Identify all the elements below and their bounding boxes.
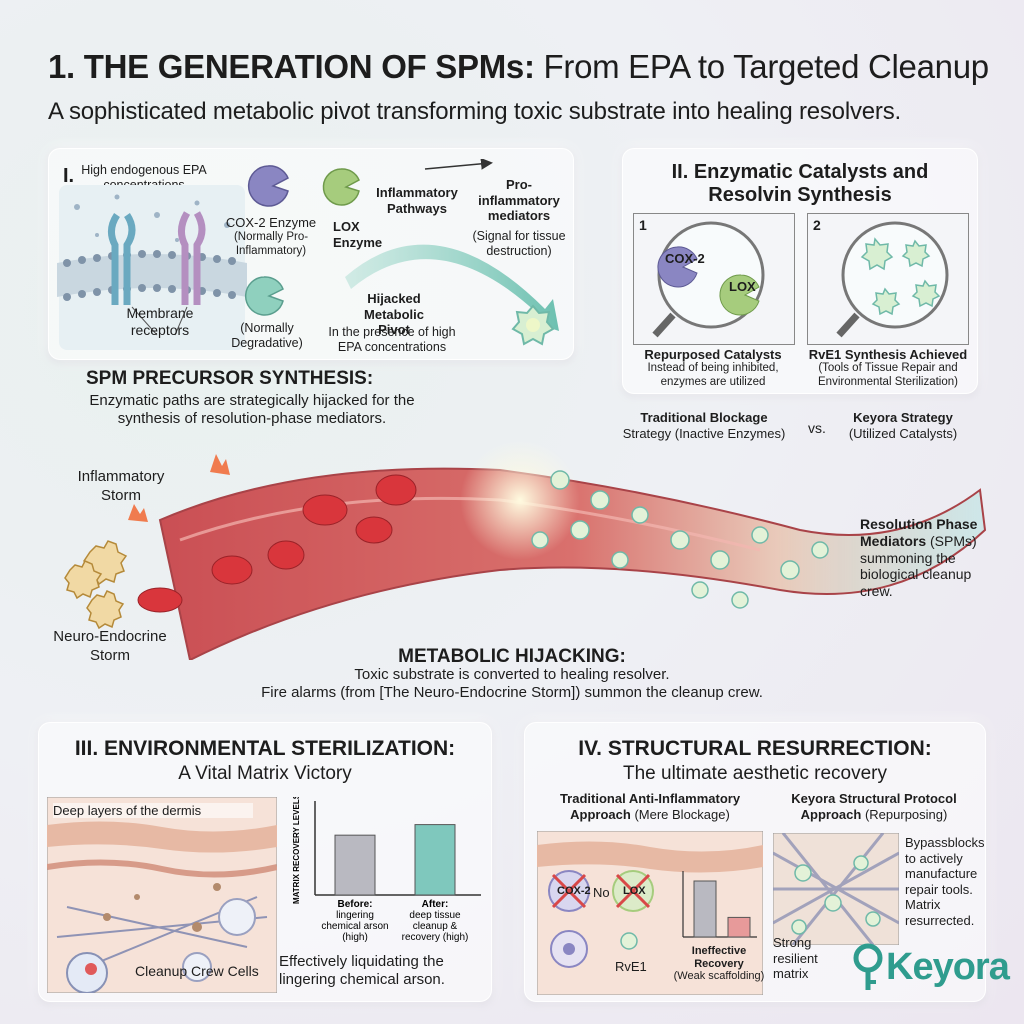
keyora-logo-text: Keyora [886,945,1010,988]
traditional-strategy-bold: Traditional Blockage [640,410,768,425]
panel2-title: II. Enzymatic Catalysts and Resolvin Syn… [671,161,929,206]
blood-vessel-illustration [64,440,987,660]
keyora-strategy-label: Keyora Strategy (Utilized Catalysts) [828,410,978,441]
hijack-title: METABOLIC HIJACKING: [398,646,626,667]
panel-environmental-sterilization: III. ENVIRONMENTAL STERILIZATION: A Vita… [38,722,492,1002]
catalyst-caption-1-title: Repurposed Catalysts [644,347,782,362]
cox2-crossed-label: COX-2 [557,885,591,897]
panel-structural-resurrection: IV. STRUCTURAL RESURRECTION: The ultimat… [524,722,986,1002]
neuro-storm-label: Neuro-Endocrine Storm [53,628,167,664]
cleanup-cells-label: Cleanup Crew Cells [135,963,259,979]
bar-2 [727,916,751,938]
panel-epa-pivot: I. High endogenous EPA concentrations Me… [48,148,574,360]
page-title-bold: 1. THE GENERATION OF SPMs: [48,48,535,85]
traditional-strategy-label: Traditional Blockage Strategy (Inactive … [604,410,804,441]
matrix-illustration [773,833,899,945]
keyora-strategy-bold: Keyora Strategy [853,410,953,425]
y-axis-label: MATRIX RECOVERY LEVELS [292,797,301,904]
page-title: 1. THE GENERATION OF SPMs: From EPA to T… [48,48,989,86]
bar-1 [693,880,717,938]
lox-enzyme-name: LOX Enzyme [333,219,383,250]
lox-crossed-label: LOX [623,885,646,897]
inflammatory-storm-label: Inflammatory Storm [77,468,165,504]
resolution-mediators-label: Resolution Phase Mediators (SPMs) summon… [860,516,990,600]
cox2-enzyme-note: (Normally Pro-Inflammatory) [233,231,309,257]
hijack-line-2: Fire alarms (from [The Neuro-Endocrine S… [261,684,763,701]
lox-magnified-label: LOX [729,279,756,294]
degradative-enzyme-icon [244,276,284,316]
spm-molecule-icon [511,304,555,346]
ineffective-note: (Weak scaffolding) [673,970,765,983]
keyora-approach-note: (Repurposing) [864,806,948,822]
resolution-mediators-bold: Resolution Phase Mediators [860,516,978,549]
page-subtitle: A sophisticated metabolic pivot transfor… [48,98,901,125]
keyora-logo: Keyora [850,942,1010,992]
rve1-label: RvE1 [615,959,647,974]
lox-enzyme-icon [322,168,360,206]
resolution-mediators-text: summoning the biological cleanup crew. [860,549,972,600]
pivot-note: In the presence of high EPA concentratio… [328,325,456,354]
panel4-title-line1: IV. STRUCTURAL RESURRECTION: [578,737,932,760]
degradative-note: (Normally Degradative) [231,321,303,350]
catalyst-caption-2-note: (Tools of Tissue Repair and Environmenta… [818,362,958,388]
ineffective-label: Ineffective Recovery (Weak scaffolding) [671,945,767,983]
strong-matrix-label: Strong resilient matrix [773,935,818,982]
spm-title: SPM PRECURSOR SYNTHESIS: [86,368,374,389]
pivot-title: Hijacked Metabolic Pivot [364,291,424,338]
panel4-title-line2: The ultimate aesthetic recovery [622,763,887,784]
traditional-strategy-note: Strategy (Inactive Enzymes) [622,425,786,441]
bar-2 [414,824,456,896]
catalyst-caption-2-title: RvE1 Synthesis Achieved [808,347,968,362]
pro-mediators-note: (Signal for tissue destruction) [472,229,566,258]
keyora-approach-label: Keyora Structural Protocol Approach (Rep… [769,791,979,822]
membrane-receptors-label: Membrane receptors [126,305,194,338]
no-label: No [593,885,610,900]
panel-roman-numeral: I. [63,165,75,187]
hijack-line-1: Toxic substrate is converted to healing … [354,666,670,683]
cox2-enzyme-icon [247,165,289,207]
traditional-approach-note: (Mere Blockage) [634,806,730,822]
keyora-approach-bold: Keyora Structural Protocol Approach [791,791,957,822]
cox2-magnified-label: COX-2 [665,251,705,266]
inflammatory-pathways-label: Inflammatory Pathways [376,185,458,216]
traditional-illustration [537,831,763,995]
page-title-rest: From EPA to Targeted Cleanup [543,48,990,85]
traditional-approach-label: Traditional Anti-Inflammatory Approach (… [535,791,765,822]
cox2-enzyme-name: COX-2 Enzyme [225,215,317,230]
panel-enzymatic-catalysts: II. Enzymatic Catalysts and Resolvin Syn… [622,148,978,394]
ineffective-bold: Ineffective Recovery [691,945,747,970]
ineffective-chart-svg [682,871,757,938]
vs-label: vs. [808,420,826,436]
resolution-mediators-abbr: (SPMs) [930,532,977,549]
magnifier-1 [652,221,765,338]
pro-mediators-label: Pro-inflammatory mediators [478,177,560,224]
panel3-title-line1: III. ENVIRONMENTAL STERILIZATION: [74,737,456,760]
circle1-number: 1 [639,217,647,233]
keyora-approach-text: Bypassblocks to actively manufacture rep… [905,835,985,928]
magnifier-2 [836,221,949,338]
catalyst-caption-1-note: Instead of being inhibited, enzymes are … [647,362,779,388]
panel3-caption: Effectively liquidating the lingering ch… [279,953,445,988]
circle2-number: 2 [813,217,821,233]
spm-text: Enzymatic paths are strategically hijack… [89,392,415,427]
traditional-approach-bold: Traditional Anti-Inflammatory Approach [559,791,741,822]
bar-1 [334,834,376,896]
panel3-title-line2: A Vital Matrix Victory [178,763,352,784]
keyora-logo-mark-icon [853,943,883,990]
dermis-illustration [47,797,277,993]
keyora-strategy-note: (Utilized Catalysts) [848,425,958,441]
dermis-label: Deep layers of the dermis [53,803,253,818]
membrane-illustration [57,185,247,350]
